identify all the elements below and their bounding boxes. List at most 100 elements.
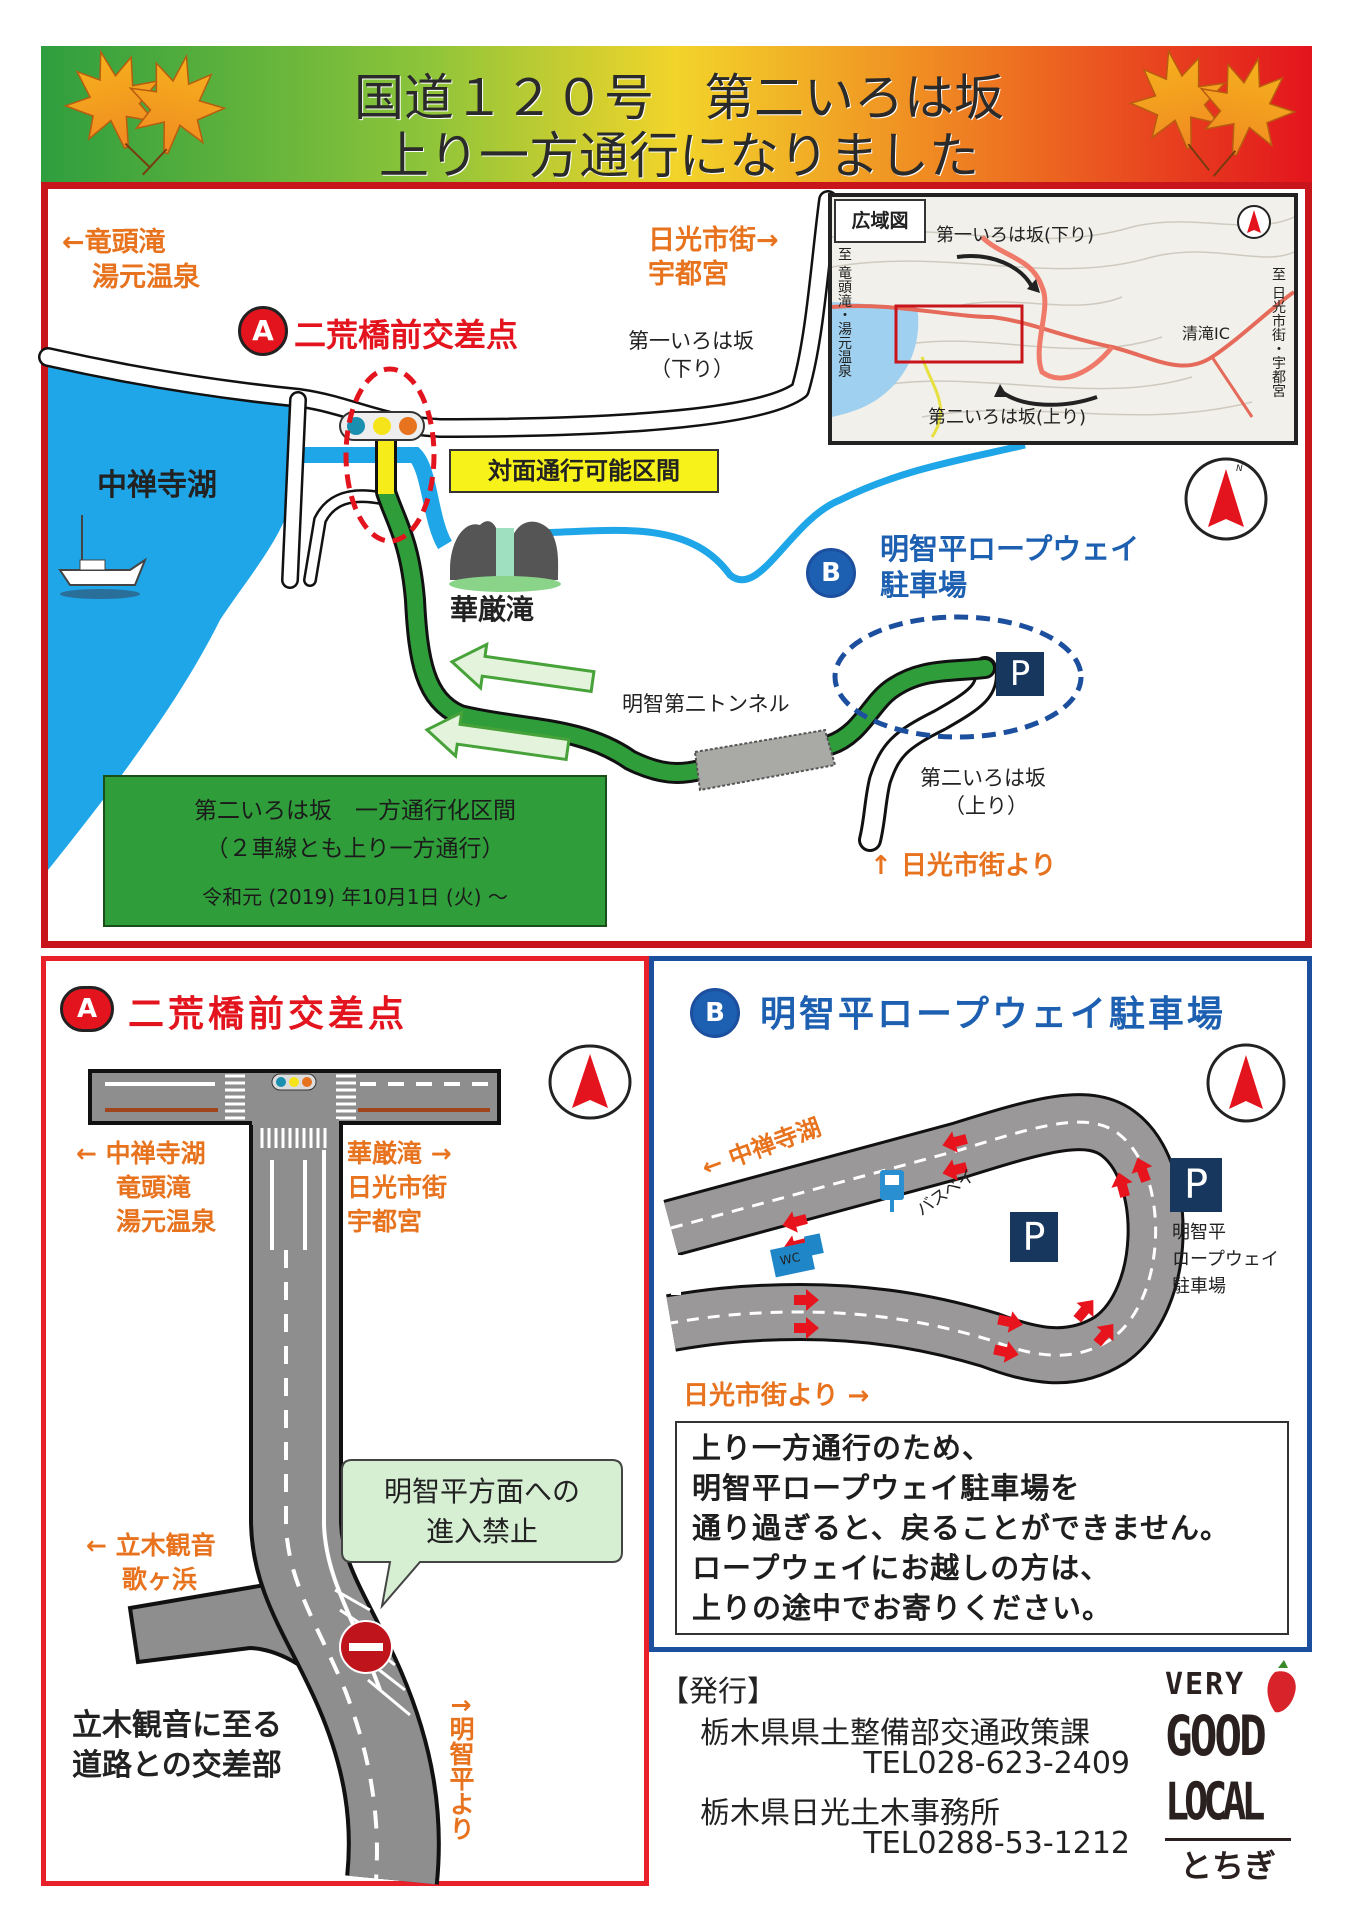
notice-line: 明智平ロープウェイ駐車場を — [692, 1471, 1081, 1505]
wide-area-map-title: 広域図 — [834, 199, 926, 243]
first-irohazaka-label: 第一いろは坂 — [628, 329, 754, 353]
side-destination-2: 歌ヶ浜 — [122, 1565, 198, 1594]
to-ryuzu-falls-label: ←竜頭滝 — [62, 227, 166, 258]
oneway-section-box: 第二いろは坂 一方通行化区間 （２車線とも上り一方通行） 令和元 (2019) … — [103, 775, 607, 927]
curved-arrow-icon — [956, 254, 1034, 288]
logo-line-tochigi: とちぎ — [1179, 1847, 1276, 1885]
issuer-tel-2: TEL0288-53-1212 — [863, 1826, 1130, 1861]
logo-line-very: VERY — [1165, 1667, 1246, 1702]
right-destination-2: 日光市街 — [347, 1173, 448, 1202]
intersection-a-highlight — [343, 366, 437, 544]
from-nikko-label-b: 日光市街より → — [683, 1381, 870, 1411]
panel-a-title: 二荒橋前交差点 — [128, 994, 409, 1035]
first-irohazaka-direction: （下り） — [650, 357, 734, 381]
title-line-2: 上り一方通行になりました — [379, 127, 979, 185]
from-akechidaira-label: ↑明智平より — [446, 1695, 475, 1841]
notice-box — [675, 1421, 1289, 1635]
second-irohazaka-direction: （上り） — [944, 794, 1028, 818]
parking-b-highlight — [832, 614, 1084, 740]
junction-label-2: 道路との交差部 — [72, 1748, 282, 1783]
two-way-section-label: 対面通行可能区間 — [449, 449, 719, 493]
right-destination-1: 華厳滝 → — [347, 1139, 452, 1168]
callout-text-2: 進入禁止 — [425, 1515, 538, 1548]
compass-icon — [1206, 1043, 1286, 1123]
river — [539, 441, 1026, 584]
boat-icon — [58, 515, 148, 599]
panel-b-badge: B — [690, 988, 740, 1038]
direction-arrow-icon — [424, 709, 571, 762]
parking-sign-center: P — [1010, 1212, 1058, 1262]
issuer-org-2: 栃木県日光土木事務所 — [700, 1796, 1000, 1831]
oneway-section-note: （２車線とも上り一方通行） — [205, 836, 505, 862]
title-banner — [41, 46, 1312, 182]
maple-leaf-icon — [1120, 40, 1237, 171]
left-destination-2: 竜頭滝 — [116, 1173, 192, 1202]
traffic-light-icon — [339, 411, 425, 441]
kegon-falls-label: 華厳滝 — [450, 593, 535, 626]
panel-b-parking — [649, 956, 1312, 1652]
tunnel-label: 明智第二トンネル — [622, 692, 790, 716]
traffic-light-icon — [271, 1073, 317, 1091]
tunnel — [693, 728, 837, 792]
parking-label-2: ロープウェイ — [1172, 1249, 1279, 1270]
title-line-1: 国道１２０号 第二いろは坂 — [354, 69, 1004, 127]
parking-label-3: 駐車場 — [1172, 1276, 1226, 1297]
parking-sign: P — [996, 652, 1044, 696]
maple-leaf-icon — [53, 38, 174, 169]
notice-line: ロープウェイにお越しの方は、 — [692, 1551, 1111, 1585]
wc-icon — [770, 1233, 824, 1278]
second-slope-label: 第二いろは坂(上り) — [928, 407, 1087, 428]
road-main — [253, 1120, 437, 1885]
point-a-label: 二荒橋前交差点 — [294, 316, 519, 354]
panel-b-title: 明智平ロープウェイ駐車場 — [760, 994, 1226, 1035]
logo-line-local: LOCAL — [1165, 1772, 1265, 1833]
to-left-label: 至 竜頭滝・湯元温泉 — [836, 247, 852, 378]
wide-area-map: 広域図 第一いろは坂(下り) 第二いろは坂(上り) 清滝IC 至 竜頭滝・湯元温… — [828, 193, 1298, 445]
point-a-badge: A — [238, 306, 288, 356]
to-right-label: 至 日光市街・宇都宮 — [1270, 267, 1286, 398]
curved-arrow-icon — [1000, 390, 1098, 407]
callout-text-1: 明智平方面への — [383, 1475, 580, 1508]
lake-label: 中禅寺湖 — [97, 468, 217, 503]
bus-stop-icon — [880, 1170, 904, 1212]
parking-label-1: 明智平 — [1172, 1222, 1226, 1243]
panel-a-intersection — [41, 956, 649, 1886]
waterfall-icon — [449, 521, 561, 592]
no-entry-sign-icon — [339, 1620, 393, 1674]
notice-line: 上り一方通行のため、 — [692, 1431, 993, 1465]
compass-icon — [1184, 457, 1268, 541]
first-slope-label: 第一いろは坂(下り) — [936, 225, 1095, 246]
panel-a-badge: A — [60, 986, 114, 1032]
point-b-label-2: 駐車場 — [880, 568, 968, 602]
very-good-local-logo: VERY GOOD LOCAL とちぎ — [1165, 1668, 1295, 1887]
issuer-tel-1: TEL028-623-2409 — [863, 1746, 1130, 1781]
notice-line: 通り過ぎると、戻ることができません。 — [692, 1511, 1230, 1545]
river — [295, 447, 453, 550]
left-destination-3: 湯元温泉 — [116, 1207, 217, 1236]
callout-bubble — [341, 1459, 623, 1610]
compass-icon — [1237, 205, 1271, 239]
maple-leaf-icon — [1187, 46, 1306, 177]
point-b-label: 明智平ロープウェイ — [880, 532, 1140, 566]
oneway-section-title: 第二いろは坂 一方通行化区間 — [194, 798, 516, 824]
notice-text: 上り一方通行のため、 明智平ロープウェイ駐車場を 通り過ぎると、戻ることができま… — [692, 1428, 1230, 1628]
overview-map-panel — [41, 182, 1312, 948]
kiyotaki-ic-label: 清滝IC — [1182, 324, 1230, 343]
left-destination-1: ← 中禅寺湖 — [76, 1139, 206, 1168]
direction-arrow-icon — [449, 641, 596, 694]
to-yumoto-onsen-label: 湯元温泉 — [92, 262, 200, 293]
junction-label-1: 立木観音に至る — [72, 1708, 282, 1743]
right-destination-3: 宇都宮 — [347, 1207, 423, 1236]
parking-sign-right: P — [1170, 1158, 1222, 1212]
maple-leaf-icon — [118, 45, 235, 176]
oneway-start-date: 令和元 (2019) 年10月1日 (火) ～ — [202, 885, 508, 909]
to-utsunomiya-label: 宇都宮 — [648, 259, 729, 290]
compass-icon — [548, 1044, 632, 1120]
detail-area-box — [894, 304, 1024, 364]
point-b-badge: B — [806, 548, 856, 598]
to-nikko-city-label: 日光市街→ — [648, 225, 779, 256]
